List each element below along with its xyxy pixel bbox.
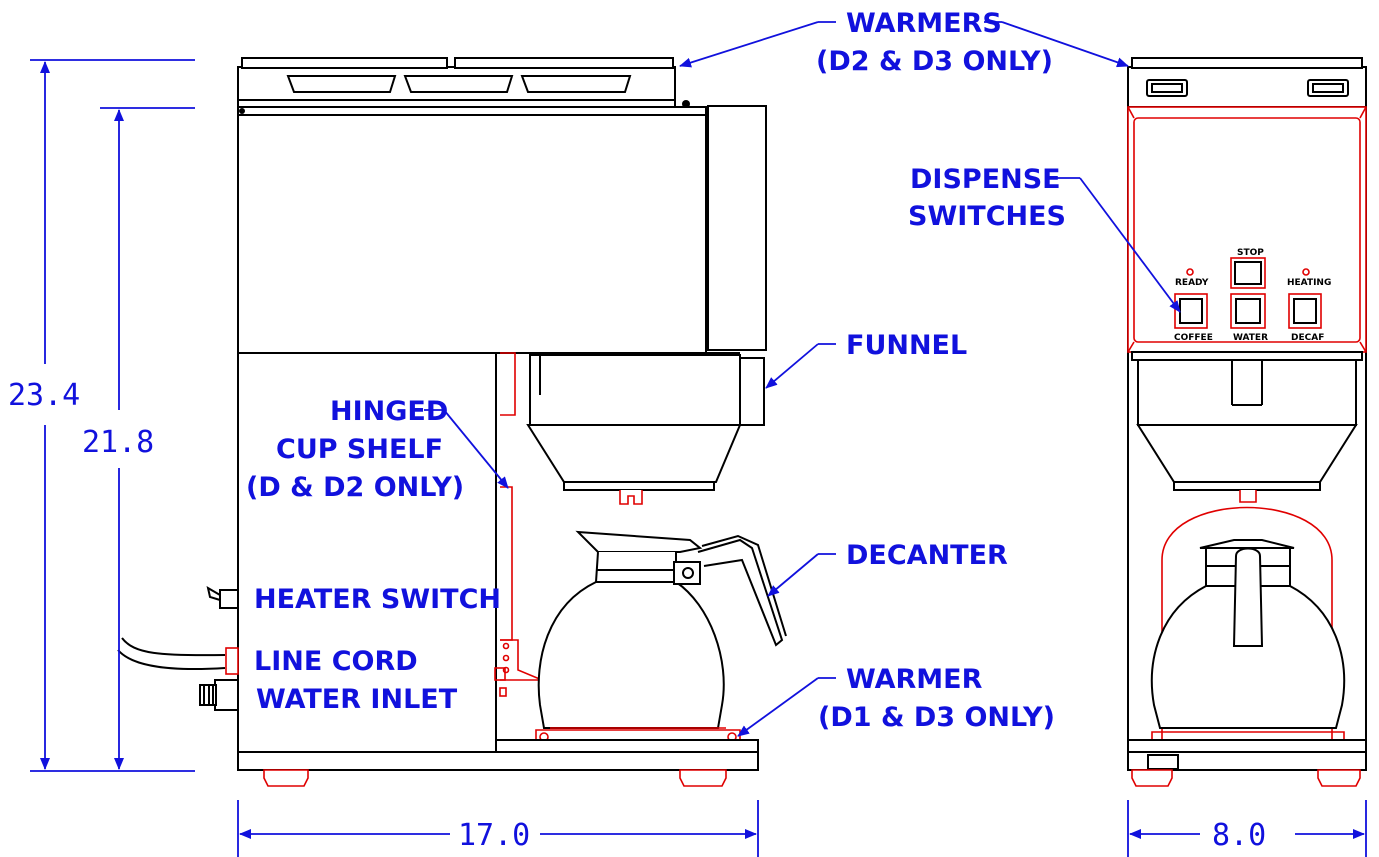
- callouts: WARMERS (D2 & D3 ONLY) DISPENSE SWITCHES…: [246, 8, 1181, 737]
- label-hinged: HINGED: [330, 396, 448, 427]
- dimension-inner-height: 21.8: [82, 425, 154, 460]
- front-cover: [707, 105, 767, 351]
- drip-tray: [495, 739, 759, 753]
- side-base: [237, 751, 759, 771]
- decaf-button[interactable]: [1288, 293, 1322, 329]
- side-view: [117, 57, 787, 787]
- front-foot-left: [1131, 769, 1173, 787]
- water-button[interactable]: [1230, 293, 1266, 329]
- ready-label: READY: [1175, 278, 1209, 288]
- stop-label: STOP: [1237, 248, 1264, 258]
- label-warmer: WARMER: [846, 664, 983, 695]
- label-decanter: DECANTER: [846, 540, 1008, 571]
- warmer-plate-left: [241, 57, 448, 69]
- control-panel: STOP READY HEATING COFFEE WATER DECAF: [1127, 106, 1367, 353]
- label-water-inlet: WATER INLET: [256, 684, 458, 715]
- front-funnel: [1131, 351, 1363, 503]
- front-base: [1127, 751, 1367, 771]
- dimension-side-width: 17.0: [458, 818, 530, 853]
- water-inlet-part: [199, 679, 239, 711]
- line-cord-part: [117, 637, 239, 675]
- dimension-lines: 23.4 21.8 17.0 8.0: [8, 59, 1367, 857]
- label-cup-shelf: CUP SHELF: [276, 434, 443, 465]
- decaf-label: DECAF: [1291, 333, 1324, 343]
- side-foot-right: [679, 769, 727, 787]
- decanter-window: [1161, 506, 1333, 740]
- stop-button[interactable]: [1230, 257, 1266, 289]
- side-foot-left: [263, 769, 309, 787]
- label-line-cord: LINE CORD: [254, 646, 418, 677]
- label-funnel: FUNNEL: [846, 330, 967, 361]
- label-warmers-models: (D2 & D3 ONLY): [816, 46, 1053, 77]
- heating-light: [1302, 268, 1310, 276]
- label-warmer-models: (D1 & D3 ONLY): [818, 702, 1055, 733]
- side-decanter: [537, 530, 787, 729]
- warmer-plate-right: [454, 57, 674, 69]
- front-view: STOP READY HEATING COFFEE WATER DECAF: [1127, 57, 1367, 787]
- upper-body: [237, 106, 707, 354]
- heating-label: HEATING: [1287, 278, 1331, 288]
- label-cup-shelf-models: (D & D2 ONLY): [246, 472, 464, 503]
- coffee-label: COFFEE: [1174, 333, 1213, 343]
- ready-light: [1186, 268, 1194, 276]
- label-heater-switch: HEATER SWITCH: [254, 584, 501, 615]
- heater-switch-part[interactable]: [206, 585, 239, 609]
- front-warmer-top: [1127, 66, 1367, 108]
- label-dispense: DISPENSE: [910, 164, 1061, 195]
- side-funnel: [526, 354, 765, 505]
- dimension-front-width: 8.0: [1212, 818, 1266, 853]
- label-switches: SWITCHES: [908, 201, 1066, 232]
- dimension-overall-height: 23.4: [8, 378, 80, 413]
- front-decanter: [1150, 539, 1346, 729]
- front-foot-right: [1317, 769, 1361, 787]
- label-warmers: WARMERS: [846, 8, 1002, 39]
- water-label: WATER: [1233, 333, 1268, 343]
